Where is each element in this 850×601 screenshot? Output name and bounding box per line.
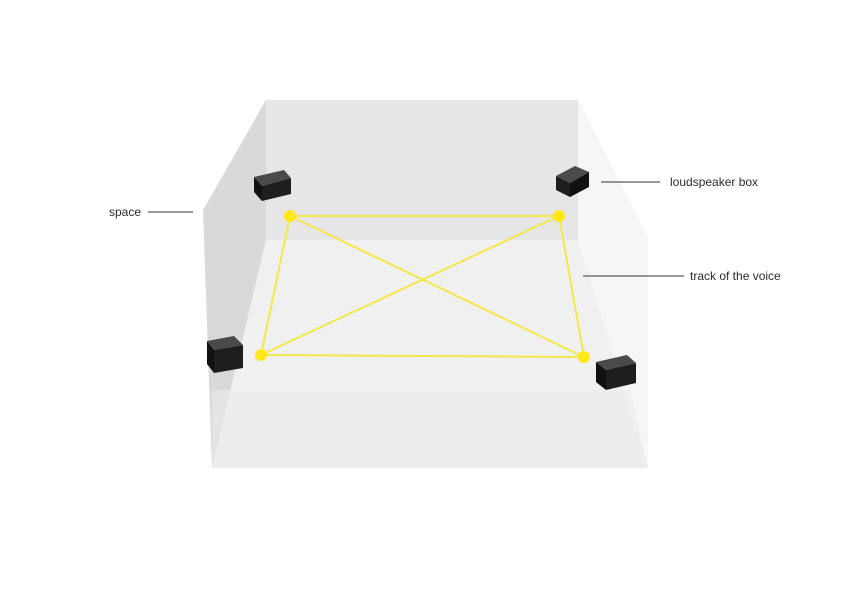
leader-lines bbox=[148, 181, 684, 277]
track-diagonal-1 bbox=[289, 215, 585, 358]
track-diagonal-2 bbox=[260, 215, 560, 356]
track-right bbox=[558, 215, 585, 358]
back-wall bbox=[266, 100, 578, 240]
space-label: space bbox=[109, 205, 141, 219]
voice-node-icon bbox=[255, 349, 267, 361]
floor-front-strip bbox=[212, 390, 648, 468]
room bbox=[203, 100, 648, 468]
loudspeaker-box-label: loudspeaker box bbox=[670, 175, 758, 189]
loudspeaker-box-icon bbox=[596, 355, 636, 390]
track-front bbox=[260, 354, 585, 358]
track-of-voice-label: track of the voice bbox=[690, 269, 781, 283]
loudspeaker-box-icon bbox=[556, 166, 589, 197]
track-left bbox=[260, 215, 291, 356]
voice-track bbox=[260, 215, 585, 358]
voice-node-icon bbox=[284, 210, 296, 222]
voice-nodes bbox=[255, 210, 590, 363]
loudspeaker-box-icon bbox=[207, 336, 243, 373]
loudspeaker-box-icon bbox=[254, 170, 291, 201]
left-wall bbox=[203, 100, 266, 468]
voice-node-icon bbox=[553, 210, 565, 222]
voice-node-icon bbox=[578, 351, 590, 363]
